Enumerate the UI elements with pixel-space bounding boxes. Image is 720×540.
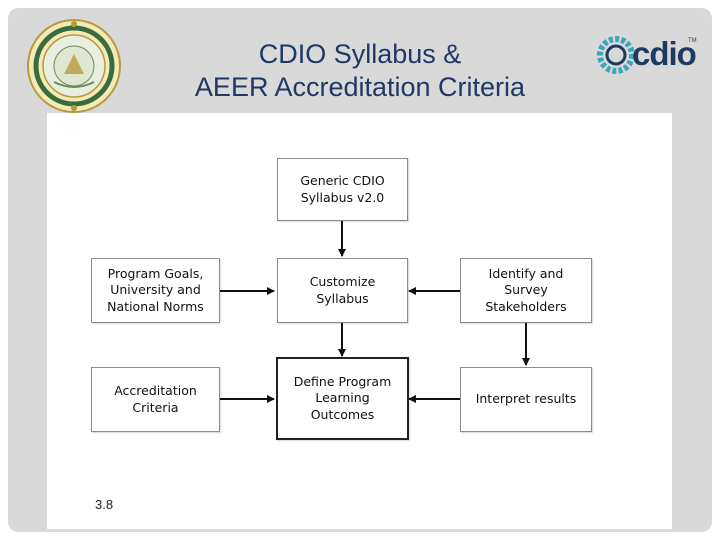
slide-title: CDIO Syllabus & AEER Accreditation Crite… bbox=[130, 38, 590, 104]
cdio-logo: cdio TM bbox=[596, 24, 697, 86]
cdio-ring-icon bbox=[597, 36, 635, 74]
title-line-2: AEER Accreditation Criteria bbox=[194, 72, 526, 102]
diagram-arrows bbox=[220, 221, 530, 403]
cdio-trademark: TM bbox=[688, 38, 697, 44]
box-interpret-results: Interpret results bbox=[460, 367, 592, 432]
diagram-area: Generic CDIO Syllabus v2.0 Program Goals… bbox=[47, 113, 672, 529]
cdio-wordmark: cdio bbox=[632, 35, 697, 72]
title-line-1: CDIO Syllabus & bbox=[258, 39, 462, 69]
box-generic-syllabus: Generic CDIO Syllabus v2.0 bbox=[277, 158, 408, 221]
box-identify-stakeholders: Identify and Survey Stakeholders bbox=[460, 258, 592, 323]
slide-number: 3.8 bbox=[95, 497, 114, 512]
box-accreditation-criteria: Accreditation Criteria bbox=[91, 367, 220, 432]
box-customize-syllabus: Customize Syllabus bbox=[277, 258, 408, 323]
university-seal-icon bbox=[27, 19, 121, 113]
box-define-outcomes: Define Program Learning Outcomes bbox=[276, 357, 409, 440]
box-program-goals: Program Goals, University and National N… bbox=[91, 258, 220, 323]
